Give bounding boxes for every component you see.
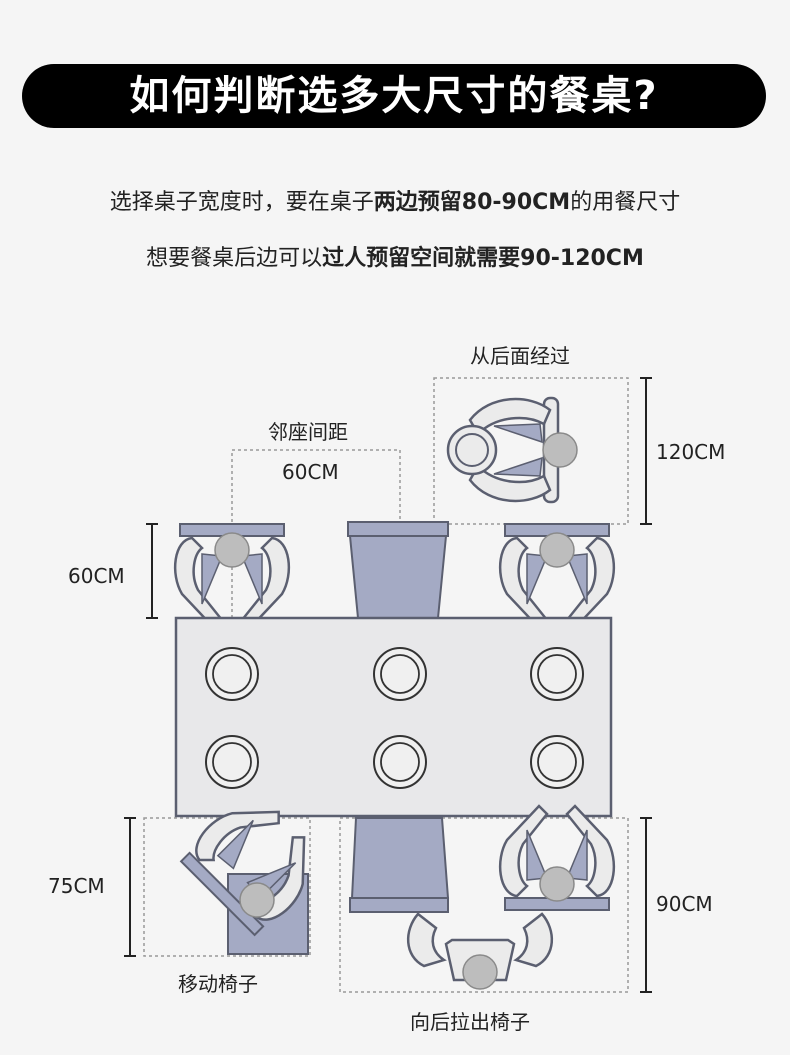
adjacent-spacing-dimension: 60CM [282,460,339,484]
plate [373,647,427,701]
adjacent-spacing-label: 邻座间距 [268,420,348,444]
move-chair-dimension: 75CM [48,874,105,898]
plate [530,735,584,789]
pull-out-label: 向后拉出椅子 [410,1010,530,1034]
top-center-chair [347,521,449,619]
pull-out-dimension: 90CM [656,892,713,916]
pass-behind-label: 从后面经过 [470,344,570,368]
line1-tail: 的用餐尺寸 [570,190,681,215]
bottom-center-chair [349,817,450,913]
pull-out-zone [339,817,629,993]
description-line-1: 选择桌子宽度时，要在桌子两边预留80-90CM的用餐尺寸 [0,184,790,216]
line1-text: 选择桌子宽度时，要在桌子 [109,190,374,215]
moved-chair [179,810,309,955]
line2-bold: 过人预留空间就需要90-120CM [322,246,644,271]
bottom-right-chair [498,804,616,912]
line2-text: 想要餐桌后边可以 [146,246,323,271]
line1-bold: 两边预留80-90CM [373,190,571,215]
description-line-2: 想要餐桌后边可以过人预留空间就需要90-120CM [0,240,790,272]
left-dimension: 60CM [68,564,125,588]
pass-behind-zone [433,377,629,525]
move-chair-label: 移动椅子 [178,972,258,996]
page-title: 如何判断选多大尺寸的餐桌? [22,64,766,128]
plate [373,735,427,789]
dimension-lines [124,377,652,993]
passing-person [446,396,578,504]
plate [530,647,584,701]
plate [205,735,259,789]
move-chair-zone [143,817,311,957]
top-right-chair [498,522,616,630]
plate [205,647,259,701]
pulled-out-person [406,912,554,990]
pass-behind-dimension: 120CM [656,440,726,464]
